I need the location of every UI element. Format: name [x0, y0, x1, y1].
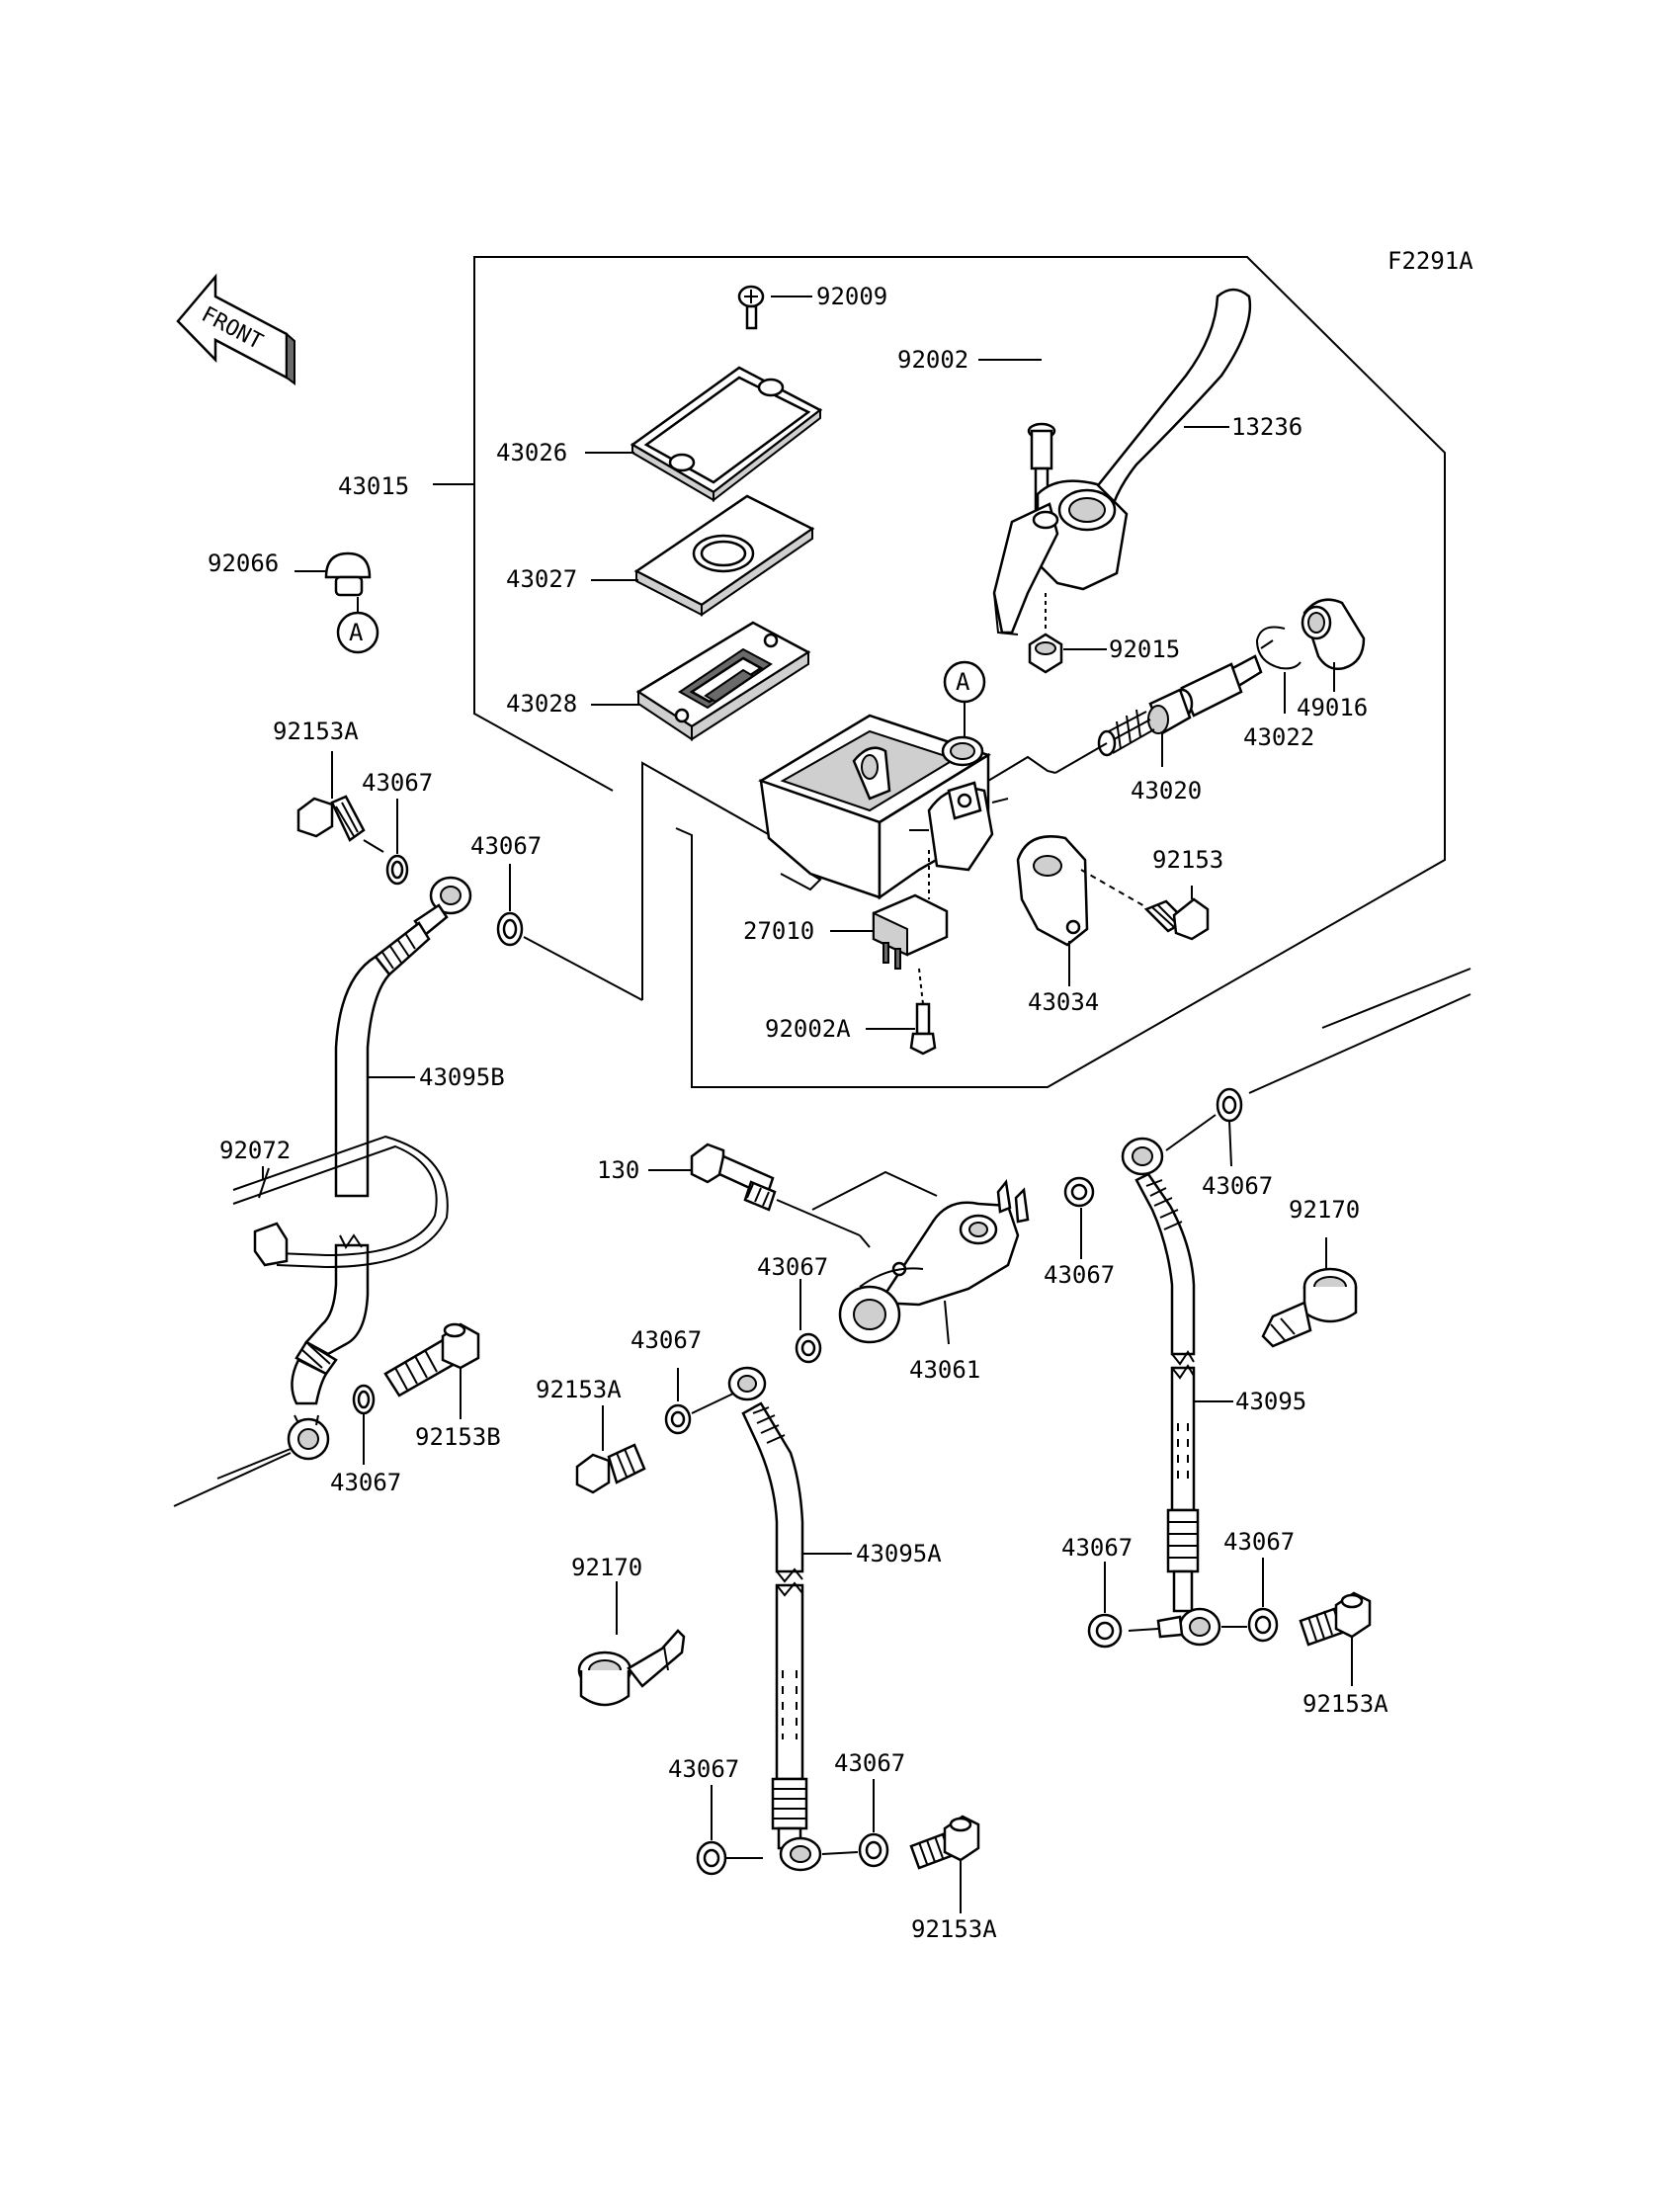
label-27010: 27010 [743, 917, 814, 945]
washer-43067-j [1087, 1562, 1123, 1649]
ref-marker-a-2: A [943, 660, 986, 704]
cap-92066 [294, 551, 372, 613]
screw-92002a [866, 968, 937, 1056]
washer-43067-c [352, 1384, 376, 1465]
label-43067-6: 43067 [668, 1755, 739, 1783]
washer-43067-f [696, 1785, 763, 1876]
label-43020: 43020 [1131, 777, 1202, 805]
label-43034: 43034 [1028, 988, 1099, 1016]
banjo-bolt-92153a-mid [575, 1405, 646, 1494]
label-49016: 49016 [1297, 694, 1368, 721]
joint-43061 [811, 1170, 1030, 1345]
label-92153: 92153 [1152, 846, 1223, 874]
banjo-bolt-92153a-upper [296, 751, 384, 853]
piston-assembly-43020 [1097, 654, 1263, 767]
label-13236: 13236 [1231, 413, 1302, 441]
svg-text:A: A [956, 668, 970, 696]
label-92170-1: 92170 [571, 1554, 642, 1581]
label-43095: 43095 [1235, 1388, 1306, 1415]
label-92153a-2: 92153A [536, 1376, 622, 1403]
washer-43067-i [1063, 1176, 1095, 1259]
figure-code: F2291A [1387, 247, 1473, 275]
label-92002a: 92002A [765, 1015, 851, 1043]
washer-43067-e [664, 1368, 692, 1435]
washer-43067-b [496, 864, 643, 1001]
label-92009: 92009 [816, 283, 887, 310]
washer-43067-a [385, 799, 409, 886]
screw-92009 [737, 285, 812, 330]
washer-43067-h [1165, 1087, 1243, 1167]
label-43067-10: 43067 [1061, 1534, 1133, 1562]
nut-92015 [1028, 593, 1107, 674]
banjo-bolt-92153a-lower-mid [909, 1815, 980, 1913]
brake-hose-43095a [691, 1366, 852, 1872]
label-43067-9: 43067 [1044, 1261, 1115, 1289]
front-direction-arrow: FRONT [176, 273, 295, 385]
label-92153a-1: 92153A [273, 718, 359, 745]
reservoir-cap-43026 [585, 366, 823, 503]
hose-clamp-92072 [232, 1135, 449, 1269]
circlip-43022 [1255, 626, 1302, 714]
union-92170-lower [577, 1581, 686, 1707]
label-43067-4: 43067 [757, 1253, 828, 1281]
clamp-43034 [1016, 835, 1147, 986]
label-43027: 43027 [506, 565, 577, 593]
boot-49016 [1301, 598, 1366, 692]
label-92153a-3: 92153A [911, 1915, 997, 1943]
label-43067-5: 43067 [630, 1326, 702, 1354]
label-43095b: 43095B [419, 1063, 505, 1091]
diaphragm-43028 [591, 621, 811, 741]
label-43095a: 43095A [856, 1540, 942, 1567]
label-43028: 43028 [506, 690, 577, 718]
label-43026: 43026 [496, 439, 567, 466]
label-43067-2: 43067 [470, 832, 542, 860]
label-92153a-4: 92153A [1302, 1690, 1388, 1718]
label-92072: 92072 [219, 1137, 291, 1164]
label-43015: 43015 [338, 472, 409, 500]
label-43067-11: 43067 [1223, 1528, 1295, 1556]
diaphragm-plate-43027 [591, 494, 815, 617]
ref-marker-a-1: A [336, 611, 379, 654]
washer-43067-d [795, 1279, 822, 1364]
label-43061: 43061 [909, 1356, 980, 1384]
brake-hose-43095 [1121, 1137, 1233, 1647]
union-92170-right [1261, 1237, 1358, 1348]
label-43022: 43022 [1243, 723, 1314, 751]
label-92002: 92002 [897, 346, 968, 374]
washer-43067-k [1221, 1558, 1279, 1643]
label-43067-7: 43067 [834, 1749, 905, 1777]
label-43067-3: 43067 [330, 1469, 401, 1496]
bleed-bolt-92153b [383, 1322, 480, 1419]
master-cylinder-body [758, 692, 1108, 900]
label-43067-8: 43067 [1202, 1172, 1273, 1200]
label-130: 130 [597, 1156, 639, 1184]
brake-lever-13236 [992, 288, 1252, 635]
label-92153b: 92153B [415, 1423, 501, 1451]
label-92015: 92015 [1109, 635, 1180, 663]
brake-switch-27010 [830, 850, 949, 970]
label-43067-1: 43067 [362, 769, 433, 797]
bolt-130 [648, 1143, 871, 1248]
washer-43067-g [821, 1779, 889, 1868]
banjo-bolt-92153a-right [1299, 1591, 1372, 1686]
svg-text:A: A [349, 619, 364, 646]
label-92066: 92066 [208, 550, 279, 577]
label-92170-2: 92170 [1289, 1196, 1360, 1224]
bolt-92153 [1143, 886, 1210, 941]
brake-hose-43095b [173, 876, 472, 1507]
